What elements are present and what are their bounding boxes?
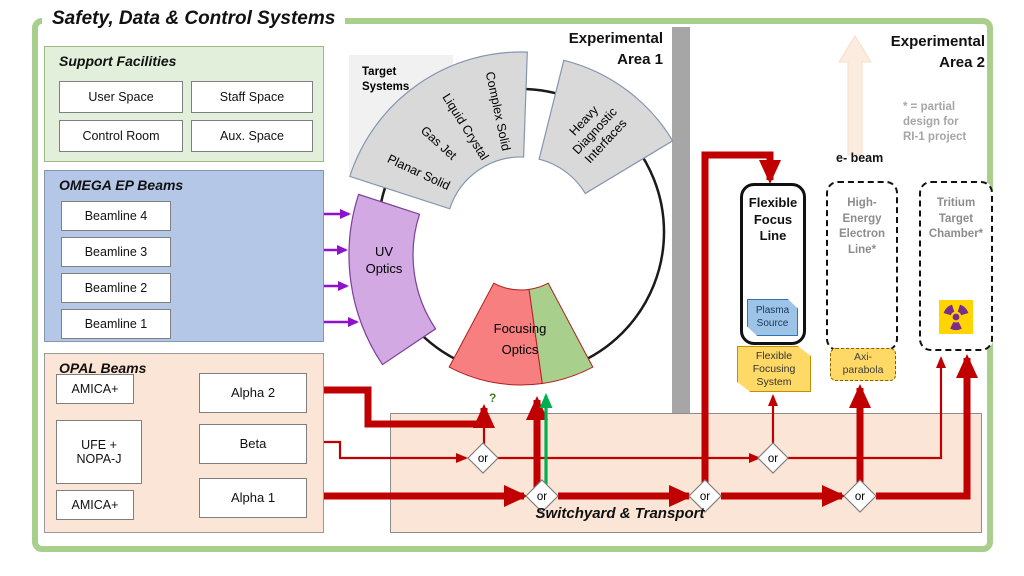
beamline-4: Beamline 4 (61, 201, 171, 231)
uv-optics-label-1: UV (375, 244, 393, 259)
axi-parabola-box: Axi- parabola (830, 348, 896, 381)
focusing-optics-label-2: Optics (502, 342, 539, 357)
high-energy-electron-line-box: High- Energy Electron Line* (826, 181, 898, 351)
radiation-icon (939, 300, 973, 334)
page-title: Safety, Data & Control Systems (42, 8, 346, 30)
room-staff-space: Staff Space (191, 81, 313, 113)
focusing-optics-red-wedge (448, 282, 543, 386)
amica-top-box: AMICA+ (56, 374, 134, 404)
svg-text:or: or (855, 491, 865, 503)
uv-optics-wedge (348, 193, 437, 366)
or-diamonds: or or or or or (467, 442, 877, 513)
target-systems-label-1: Target (362, 66, 396, 78)
heavy-diagnostic-wedge (538, 59, 674, 195)
flexible-focusing-system-box: Flexible Focusing System (737, 346, 811, 392)
ri1-note: * = partial design for RI-1 project (903, 101, 967, 143)
alpha-1-box: Alpha 1 (199, 478, 307, 518)
experimental-area-2-label: Experimental Area 2 (890, 33, 985, 71)
ufe-line2: NOPA-J (76, 452, 122, 466)
plasma-source-box: Plasma Source (747, 299, 798, 336)
switchyard-title: Switchyard & Transport (535, 505, 705, 522)
target-systems-wedge (349, 51, 528, 210)
room-aux-space: Aux. Space (191, 120, 313, 152)
beta-box: Beta (199, 424, 307, 464)
support-facilities-box: Support Facilities User Space Staff Spac… (44, 46, 324, 162)
e-beam-label: e- beam (836, 151, 884, 165)
svg-text:or: or (537, 491, 547, 503)
omega-ep-beams-box: OMEGA EP Beams Beamline 4 Beamline 3 Bea… (44, 170, 324, 342)
svg-text:or: or (768, 453, 778, 465)
omega-ep-title: OMEGA EP Beams (59, 177, 184, 193)
support-facilities-title: Support Facilities (59, 53, 177, 69)
opal-beams-box: OPAL Beams AMICA+ UFE + NOPA-J AMICA+ Al… (44, 353, 324, 533)
beamline-2: Beamline 2 (61, 273, 171, 303)
beamline-3: Beamline 3 (61, 237, 171, 267)
switchyard-box (390, 413, 982, 533)
question-mark: ? (489, 391, 496, 405)
thick-beam-lines (305, 151, 978, 507)
alpha-2-box: Alpha 2 (199, 373, 307, 413)
beamline-1: Beamline 1 (61, 309, 171, 339)
uv-optics-label-2: Optics (366, 261, 403, 276)
svg-text:or: or (478, 453, 488, 465)
room-user-space: User Space (59, 81, 183, 113)
svg-text:or: or (700, 491, 710, 503)
ufe-line1: UFE + (81, 438, 117, 452)
target-systems-label-2: Systems (362, 81, 409, 93)
faint-ebeam-arrow (838, 35, 872, 156)
amica-bottom-box: AMICA+ (56, 490, 134, 520)
area-divider-bar (672, 27, 690, 413)
experimental-area-1-label: Experimental Area 1 (568, 30, 663, 68)
opal-title: OPAL Beams (59, 360, 147, 376)
ufe-nopa-box: UFE + NOPA-J (56, 420, 142, 484)
focusing-optics-green-wedge (528, 282, 594, 385)
room-control-room: Control Room (59, 120, 183, 152)
focusing-optics-label-1: Focusing (494, 321, 547, 336)
